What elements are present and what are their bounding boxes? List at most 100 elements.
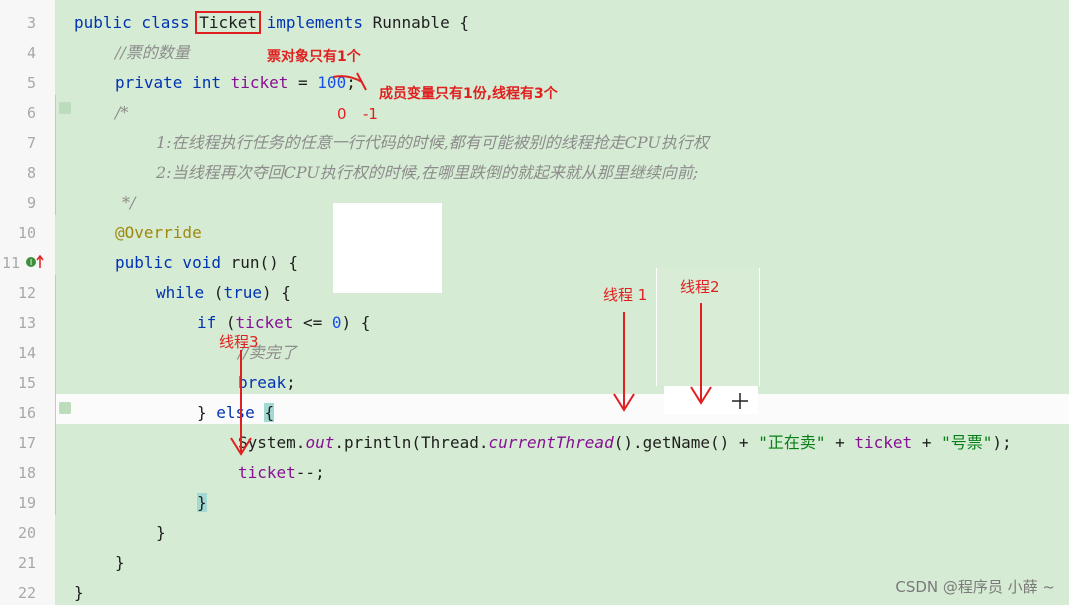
annotation-thread-2: 线程2 (680, 278, 720, 296)
code-token: break (238, 373, 287, 392)
line-number: 17 (17, 434, 36, 452)
annotation-member-var: 成员变量只有1份,线程有3个 (379, 86, 558, 102)
code-token: <= (293, 313, 332, 332)
code-token: public class (74, 13, 200, 32)
string-literal: "正在卖" (758, 433, 826, 452)
matched-brace: { (264, 403, 275, 422)
line-number: 18 (17, 464, 36, 482)
static-method: currentThread (488, 433, 614, 452)
number-literal: 100 (317, 73, 347, 92)
fold-guide (55, 275, 56, 515)
line-number-gutter[interactable] (0, 0, 55, 605)
code-line-10[interactable]: @Override (115, 218, 202, 248)
code-line-6[interactable]: /* (115, 98, 128, 128)
code-token: } (74, 583, 84, 602)
code-token: true (223, 283, 262, 302)
code-line-20[interactable]: } (156, 518, 166, 548)
line-number: 19 (17, 494, 36, 512)
override-annotation: @Override (115, 223, 202, 242)
code-line-11[interactable]: public void run() { (115, 248, 298, 278)
line-number: 12 (17, 284, 36, 302)
annotation-minus-one: -1 (363, 105, 378, 123)
code-token: } (115, 553, 125, 572)
line-number: 16 (17, 404, 36, 422)
line-number: 13 (17, 314, 36, 332)
code-comment: /* (115, 103, 129, 122)
code-token: private int (115, 73, 231, 92)
code-line-13[interactable]: if (ticket <= 0) { (197, 308, 370, 338)
code-comment: //票的数量 (115, 43, 190, 62)
code-area[interactable] (55, 0, 1069, 605)
line-number: 11 (1, 254, 20, 272)
code-token: public void (115, 253, 231, 272)
code-line-17[interactable]: System.out.println(Thread.currentThread(… (238, 428, 1012, 458)
watermark: CSDN @程序员 小薛 ~ (895, 578, 1055, 596)
field-ticket: ticket (235, 313, 294, 332)
line-number: 15 (17, 374, 36, 392)
code-line-9[interactable]: */ (122, 188, 135, 218)
code-line-18[interactable]: ticket--; (238, 458, 325, 488)
line-number: 6 (26, 104, 36, 122)
line-number: 9 (26, 194, 36, 212)
code-line-5[interactable]: private int ticket = 100; (115, 68, 356, 98)
code-token: Runnable { (363, 13, 469, 32)
code-token: run() { (230, 253, 299, 272)
code-line-3[interactable]: public class Ticket implements Runnable … (74, 8, 469, 38)
code-line-7[interactable]: 1:在线程执行任务的任意一行代码的时候,都有可能被别的线程抢走CPU执行权 (156, 128, 709, 158)
code-comment: //卖完了 (238, 343, 297, 362)
current-line-highlight (55, 394, 1069, 424)
code-token: if (197, 313, 226, 332)
code-line-22[interactable]: } (74, 578, 84, 608)
thread-column-band (656, 268, 760, 386)
code-token: .println(Thread. (334, 433, 489, 452)
code-line-15[interactable]: break; (238, 368, 296, 398)
string-literal: "号票" (941, 433, 993, 452)
code-token: ( (213, 283, 224, 302)
code-line-8[interactable]: 2:当线程再次夺回CPU执行权的时候,在哪里跌倒的就起来就从那里继续向前; (156, 158, 698, 188)
line-number: 10 (17, 224, 36, 242)
implement-method-icon[interactable]: I (25, 254, 47, 270)
code-line-16[interactable]: } else { (197, 398, 275, 428)
code-line-21[interactable]: } (115, 548, 125, 578)
line-number: 21 (17, 554, 36, 572)
code-token: ; (286, 373, 296, 392)
line-number: 22 (17, 584, 36, 602)
annotation-thread-3: 线程3 (219, 333, 259, 351)
code-comment: 1:在线程执行任务的任意一行代码的时候,都有可能被别的线程抢走CPU执行权 (156, 133, 709, 152)
code-line-12[interactable]: while (true) { (156, 278, 291, 308)
matched-brace: } (197, 493, 207, 512)
code-token: ( (225, 313, 236, 332)
code-token: = (288, 73, 318, 92)
class-name-ticket-highlight: Ticket (195, 11, 262, 34)
code-token: implements (257, 13, 363, 32)
line-number: 3 (26, 14, 36, 32)
code-line-14[interactable]: //卖完了 (238, 338, 297, 368)
annotation-zero: 0 (337, 105, 347, 123)
code-token: } (197, 403, 217, 422)
field-ticket: ticket (230, 73, 289, 92)
annotation-thread-1: 线程 1 (603, 286, 648, 304)
code-token: + (912, 433, 942, 452)
line-number: 7 (26, 134, 36, 152)
blank-overlay-rect (333, 203, 442, 293)
code-token: ; (346, 73, 356, 92)
code-token: System. (238, 433, 306, 452)
fold-guide (55, 95, 56, 215)
code-line-19[interactable]: } (197, 488, 207, 518)
code-line-4[interactable]: //票的数量 (115, 38, 190, 68)
code-token: --; (295, 463, 325, 482)
code-token: while (156, 283, 214, 302)
fold-marker[interactable] (59, 402, 71, 414)
field-ticket: ticket (238, 463, 296, 482)
code-token: ) { (261, 283, 291, 302)
line-number: 8 (26, 164, 36, 182)
line-number: 4 (26, 44, 36, 62)
code-comment: 2:当线程再次夺回CPU执行权的时候,在哪里跌倒的就起来就从那里继续向前; (156, 163, 699, 182)
line-number: 5 (26, 74, 36, 92)
fold-marker[interactable] (59, 102, 71, 114)
line-number: 20 (17, 524, 36, 542)
code-token: ); (992, 433, 1012, 452)
static-field-out: out (305, 433, 335, 452)
number-literal: 0 (331, 313, 342, 332)
